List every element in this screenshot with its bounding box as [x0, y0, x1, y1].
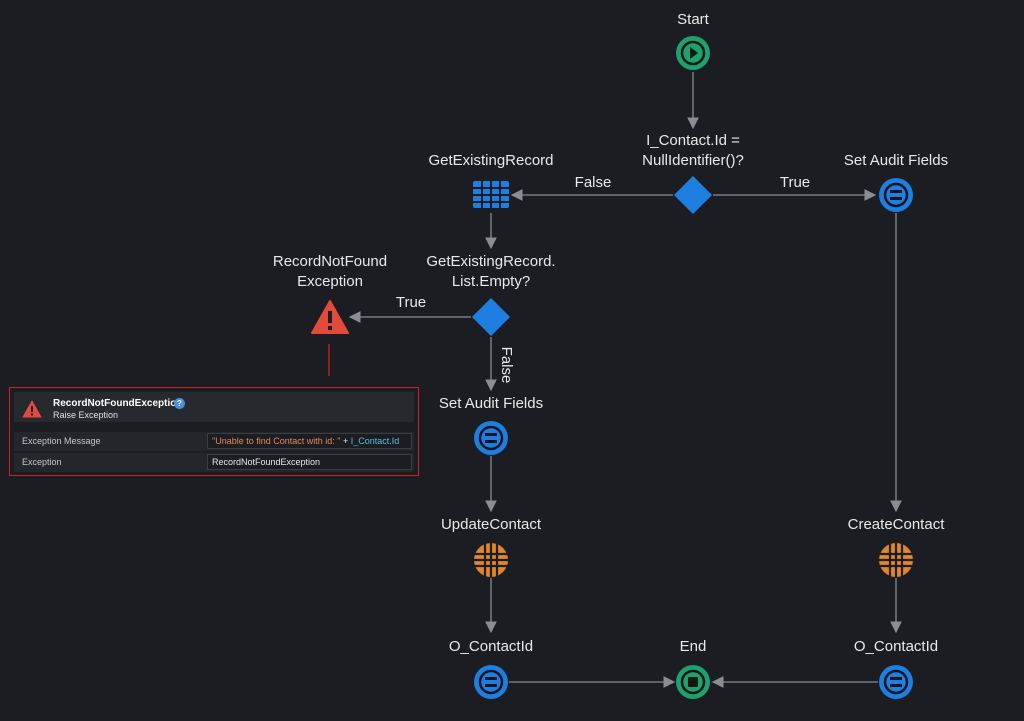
end-label: End — [679, 638, 707, 655]
globe-grid-icon — [879, 543, 913, 577]
set-audit-left-label: Set Audit Fields — [438, 395, 544, 412]
assign-right-node[interactable] — [878, 664, 914, 700]
equals-icon — [879, 178, 913, 212]
value-reference: I_Contact.Id — [350, 436, 400, 446]
exception-label-line1: RecordNotFound — [272, 253, 388, 270]
globe-grid-icon — [474, 543, 508, 577]
set-audit-right-label: Set Audit Fields — [843, 152, 949, 169]
equals-icon — [474, 421, 508, 455]
value-string: "Unable to find Contact with id: " — [212, 436, 341, 446]
stop-icon — [676, 665, 710, 699]
equals-icon — [879, 665, 913, 699]
assign-right-label: O_ContactId — [853, 638, 939, 655]
update-contact-node[interactable] — [473, 542, 509, 578]
set-audit-right-node[interactable] — [878, 177, 914, 213]
exception-message-field[interactable]: "Unable to find Contact with id: " + I_C… — [207, 433, 412, 449]
exception-label-line2: Exception — [297, 273, 363, 290]
property-row-exception-message: Exception Message "Unable to find Contac… — [14, 432, 414, 451]
set-audit-left-node[interactable] — [473, 420, 509, 456]
if2-true-label: True — [395, 294, 427, 311]
property-key: Exception Message — [22, 436, 101, 446]
assign-left-label: O_ContactId — [448, 638, 534, 655]
if1-label-line2: NullIdentifier()? — [642, 152, 744, 169]
panel-header: RecordNotFoundException ? Raise Exceptio… — [14, 392, 414, 422]
exception-select-field[interactable]: RecordNotFoundException — [207, 454, 412, 470]
exception-node[interactable] — [311, 299, 349, 335]
if2-false-label: False — [498, 346, 515, 384]
if1-label-line1: I_Contact.Id = — [646, 132, 740, 149]
table-grid-icon — [473, 181, 509, 208]
value-operator: + — [340, 436, 351, 446]
if2-label-line1: GetExistingRecord. — [426, 253, 556, 270]
property-key: Exception — [22, 457, 62, 467]
warning-triangle-icon — [22, 400, 42, 423]
end-node[interactable] — [675, 664, 711, 700]
assign-left-node[interactable] — [473, 664, 509, 700]
warning-triangle-icon — [311, 300, 349, 334]
start-node[interactable] — [675, 35, 711, 71]
update-contact-label: UpdateContact — [440, 516, 542, 533]
panel-title: RecordNotFoundException — [53, 398, 183, 409]
play-icon — [676, 36, 710, 70]
panel-subtitle: Raise Exception — [53, 410, 119, 420]
diamond-icon — [472, 298, 510, 336]
if1-decision-node[interactable] — [673, 175, 713, 215]
if2-decision-node[interactable] — [471, 297, 511, 337]
help-icon[interactable]: ? — [174, 398, 185, 409]
if2-label-line2: List.Empty? — [451, 273, 531, 290]
get-existing-node[interactable] — [472, 178, 510, 212]
if1-true-label: True — [779, 174, 811, 191]
if1-false-label: False — [574, 174, 612, 191]
property-row-exception: Exception RecordNotFoundException — [14, 453, 414, 472]
start-label: Start — [677, 11, 709, 28]
equals-icon — [474, 665, 508, 699]
properties-panel: RecordNotFoundException ? Raise Exceptio… — [9, 387, 419, 476]
get-existing-label: GetExistingRecord — [428, 152, 554, 169]
diamond-icon — [674, 176, 712, 214]
create-contact-node[interactable] — [878, 542, 914, 578]
create-contact-label: CreateContact — [847, 516, 945, 533]
